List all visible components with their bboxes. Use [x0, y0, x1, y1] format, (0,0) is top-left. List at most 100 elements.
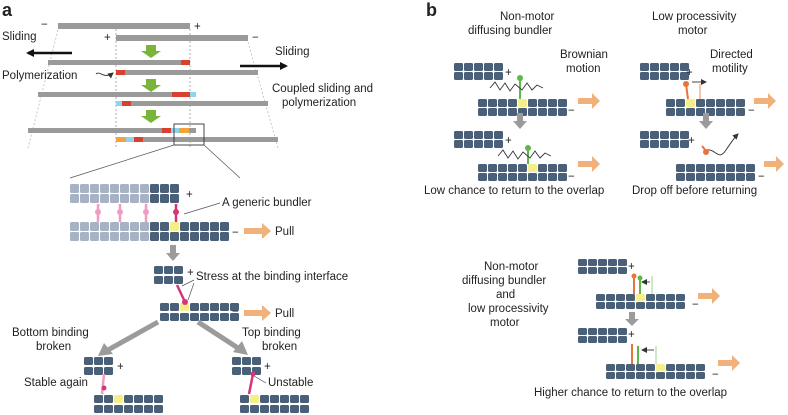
- tubulin-subunit: [170, 222, 179, 231]
- tubulin-subunit: [300, 405, 309, 413]
- tubulin-subunit: [650, 63, 659, 71]
- tubulin-subunit: [100, 194, 109, 203]
- tubulin-subunit: [640, 72, 649, 80]
- tubulin-subunit: [598, 328, 607, 335]
- tubulin-subunit: [242, 357, 251, 365]
- tubulin-subunit: [598, 259, 607, 266]
- tubulin-subunit: [140, 184, 149, 193]
- tubulin-subunit: [488, 164, 497, 172]
- tubulin-subunit: [706, 164, 715, 172]
- tubulin-subunit: [154, 395, 163, 403]
- combo-label-line4: low processivity: [468, 303, 549, 315]
- pull-arrow: [764, 156, 784, 172]
- bundler-head: [117, 209, 123, 215]
- tubulin-subunit: [190, 303, 199, 311]
- tubulin-subunit: [90, 232, 99, 241]
- bundler-head: [101, 385, 107, 391]
- tubulin-subunit: [528, 108, 537, 116]
- tubulin-subunit: [558, 164, 567, 172]
- pull-label: Pull: [275, 308, 294, 320]
- stable-microtubule-top: [84, 357, 113, 375]
- tubulin-subunit: [154, 405, 163, 413]
- label-pointer: [181, 279, 195, 287]
- microtubule: [666, 99, 745, 116]
- tubulin-subunit: [616, 364, 625, 371]
- tubulin-subunit: [488, 108, 497, 116]
- motor-head: [703, 149, 709, 155]
- unstable-microtubule-top: [232, 357, 261, 375]
- tubulin-subunit: [660, 140, 669, 148]
- tubulin-subunit: [180, 303, 189, 311]
- tubulin-subunit: [484, 63, 493, 71]
- tubulin-subunit: [636, 302, 645, 309]
- panel-label-b: b: [426, 0, 437, 20]
- minus-sign: −: [252, 32, 259, 44]
- tubulin-subunit: [680, 72, 689, 80]
- microtubule-rod: [116, 101, 268, 106]
- tubulin-subunit: [260, 405, 269, 413]
- tubulin-subunit: [640, 140, 649, 148]
- tubulin-subunit: [508, 164, 517, 172]
- new-tubulin-segment: [162, 128, 171, 133]
- bundler-linker: [100, 373, 106, 395]
- tubulin-subunit: [160, 313, 169, 321]
- tubulin-subunit: [210, 313, 219, 321]
- tubulin-subunit: [484, 72, 493, 80]
- minus-sign: −: [748, 105, 755, 117]
- tubulin-subunit: [70, 232, 79, 241]
- tubulin-subunit: [150, 232, 159, 241]
- tubulin-subunit: [94, 367, 103, 375]
- tubulin-subunit: [100, 232, 109, 241]
- minus-sign: −: [568, 171, 575, 183]
- tubulin-subunit: [120, 194, 129, 203]
- tubulin-subunit: [220, 232, 229, 241]
- sliding-label-left: Sliding: [2, 31, 37, 43]
- plus-sign: +: [505, 135, 512, 147]
- minus-sign: −: [758, 171, 765, 183]
- polymerization-pointer: [95, 72, 114, 79]
- microtubule: [578, 328, 627, 343]
- tubulin-subunit: [130, 184, 139, 193]
- tubulin-subunit: [726, 164, 735, 172]
- microtubule-rod: [38, 92, 190, 97]
- perspective-line: [247, 41, 279, 149]
- tubulin-subunit: [498, 108, 507, 116]
- tubulin-subunit: [80, 194, 89, 203]
- tubulin-subunit: [746, 173, 755, 181]
- tubulin-subunit: [618, 267, 627, 274]
- tubulin-subunit: [548, 173, 557, 181]
- microtubule-rod: [28, 128, 196, 133]
- tubulin-subunit: [110, 194, 119, 203]
- tubulin-subunit: [626, 302, 635, 309]
- tubulin-subunit: [114, 395, 123, 403]
- tubulin-subunit: [170, 313, 179, 321]
- tubulin-subunit: [716, 173, 725, 181]
- tubulin-subunit: [474, 72, 483, 80]
- tubulin-subunit: [104, 357, 113, 365]
- tubulin-subunit: [290, 405, 299, 413]
- plus-sign: +: [194, 21, 201, 33]
- branch-arrowhead: [233, 341, 248, 355]
- combo-label-line5: motor: [490, 317, 520, 329]
- new-tubulin-segment: [172, 92, 181, 97]
- tubulin-subunit: [676, 302, 685, 309]
- pull-arrow: [244, 223, 271, 239]
- tubulin-subunit: [94, 405, 103, 413]
- tubulin-subunit: [626, 294, 635, 301]
- tubulin-subunit: [598, 267, 607, 274]
- motor-head: [683, 81, 689, 87]
- branch-arrowhead: [98, 343, 113, 356]
- tubulin-subunit: [498, 173, 507, 181]
- branch-arrow-left: [106, 319, 160, 353]
- tubulin-subunit: [656, 364, 665, 371]
- pull-arrow: [718, 355, 740, 371]
- tubulin-subunit: [626, 372, 635, 379]
- tubulin-subunit: [454, 72, 463, 80]
- unstable-label: Unstable: [268, 377, 313, 389]
- step-arrow: [625, 312, 639, 326]
- tubulin-subunit: [474, 131, 483, 139]
- tubulin-subunit: [494, 63, 503, 71]
- tubulin-subunit: [210, 222, 219, 231]
- tubulin-subunit: [650, 140, 659, 148]
- new-tubulin-segment: [181, 92, 190, 97]
